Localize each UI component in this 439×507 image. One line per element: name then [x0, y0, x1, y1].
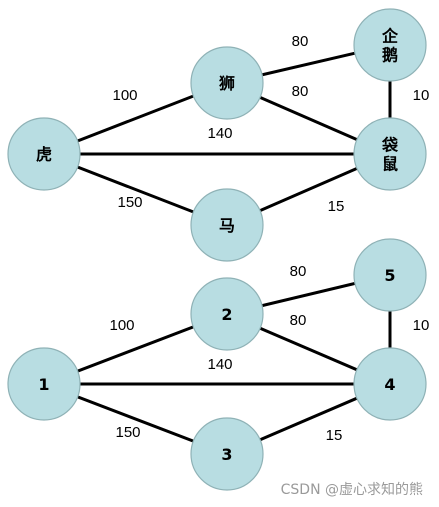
edge-weight-label: 140 — [207, 125, 232, 142]
node-label-n5: 5 — [384, 266, 395, 285]
edge-weight-label: 15 — [326, 427, 343, 444]
node-n3 — [190, 417, 264, 491]
node-penguin — [353, 8, 427, 82]
watermark: CSDN @虚心求知的熊 — [280, 482, 423, 498]
node-label-kangaroo: 袋鼠 — [381, 136, 399, 174]
edge-weight-label: 140 — [207, 356, 232, 373]
node-label-horse: 马 — [219, 216, 235, 235]
edge-weight-label: 10 — [413, 317, 430, 334]
node-label-n1: 1 — [38, 375, 49, 394]
edge-weight-label: 100 — [112, 87, 137, 104]
node-kangaroo — [353, 117, 427, 191]
edge-weight-label: 150 — [117, 194, 142, 211]
edge-weight-label: 15 — [328, 198, 345, 215]
node-label-n4: 4 — [384, 375, 395, 394]
node-label-tiger: 虎 — [36, 145, 52, 164]
node-label-n2: 2 — [221, 305, 232, 324]
node-n5 — [353, 238, 427, 312]
node-label-n3: 3 — [221, 445, 232, 464]
edge-weight-label: 80 — [290, 312, 307, 329]
edge-weight-label: 100 — [109, 317, 134, 334]
edge-weight-label: 80 — [292, 83, 309, 100]
node-tiger — [7, 117, 81, 191]
node-lion — [190, 46, 264, 120]
node-label-lion: 狮 — [218, 74, 235, 93]
edge-weight-label: 80 — [290, 263, 307, 280]
node-n2 — [190, 277, 264, 351]
node-n1 — [7, 347, 81, 421]
node-horse — [190, 188, 264, 262]
node-n4 — [353, 347, 427, 421]
node-label-penguin: 企鹅 — [381, 27, 399, 65]
edge-weight-label: 150 — [115, 424, 140, 441]
edge-weight-label: 80 — [292, 33, 309, 50]
edge-weight-label: 10 — [413, 87, 430, 104]
